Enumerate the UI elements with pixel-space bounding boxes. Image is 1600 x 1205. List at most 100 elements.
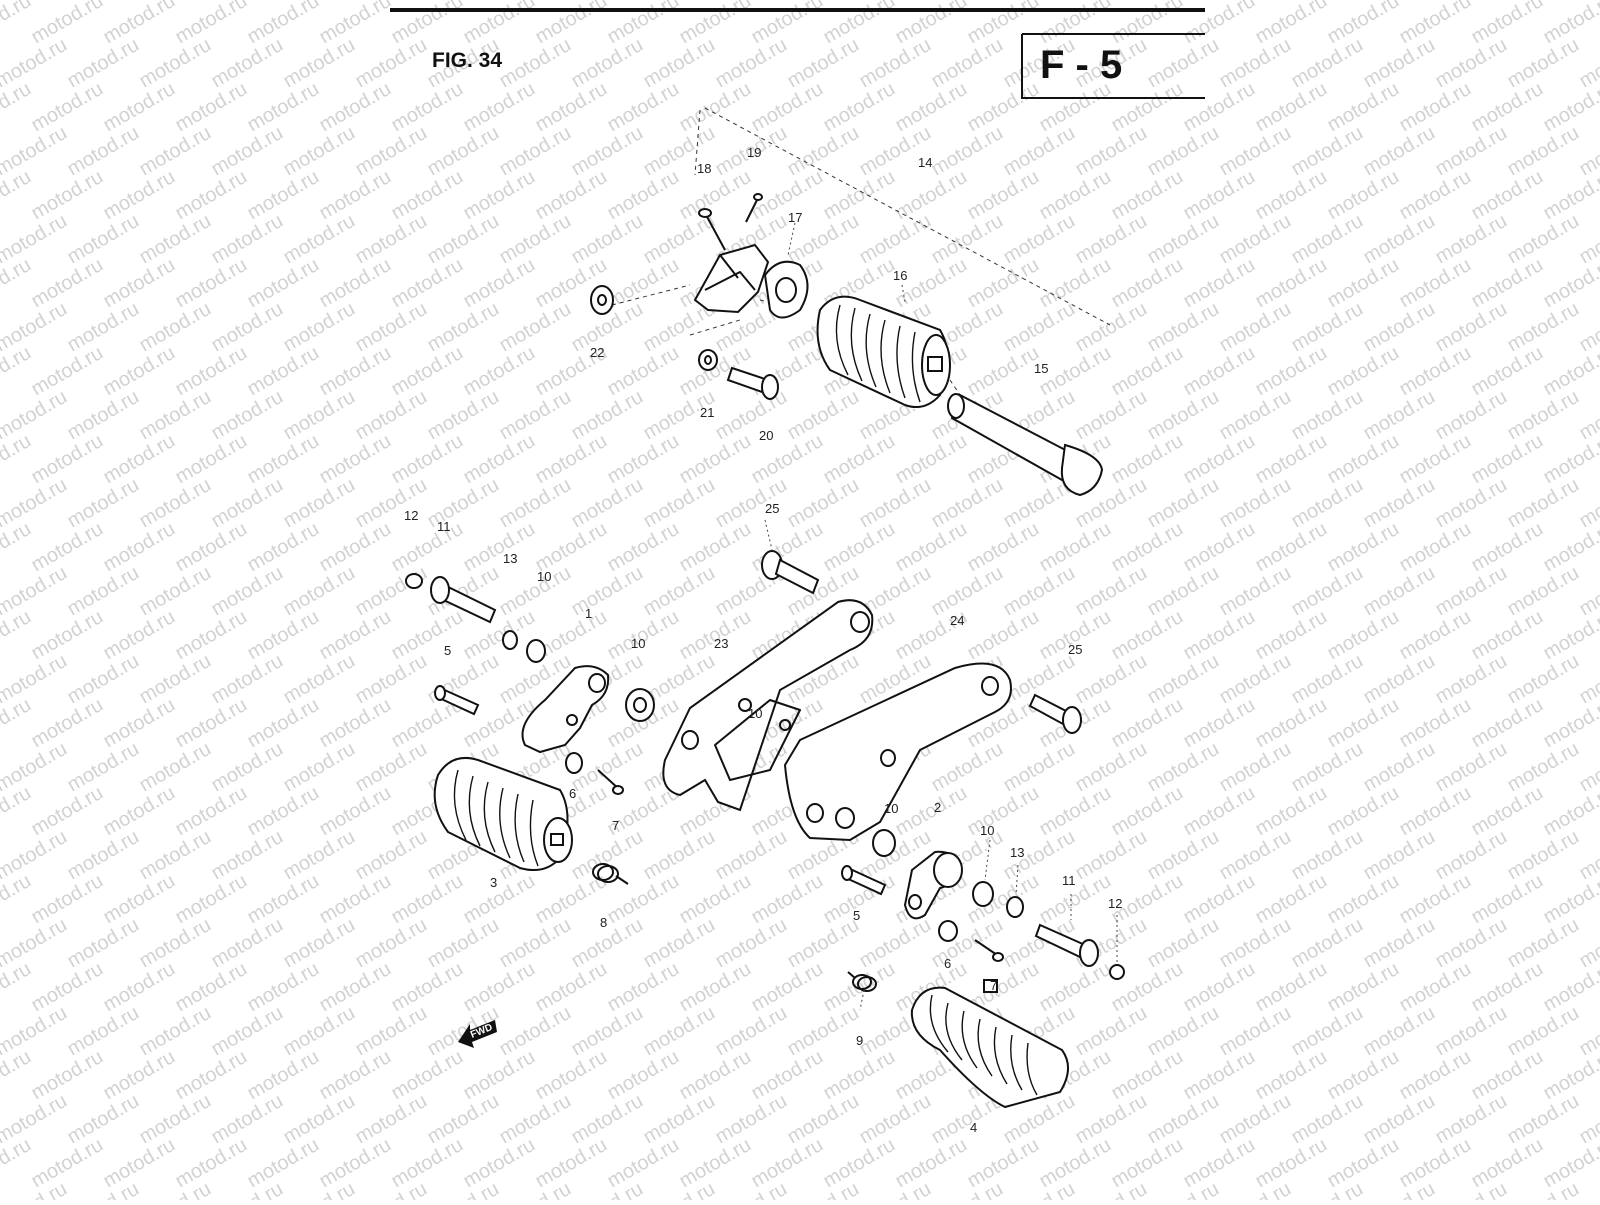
watermark-text: motod.ru (280, 562, 359, 621)
callout-22: 22 (590, 345, 604, 360)
watermark-text: motod.ru (136, 122, 215, 181)
section-code: F - 5 (1040, 43, 1122, 87)
watermark-text: motod.ru (100, 430, 179, 489)
watermark-text: motod.ru (604, 78, 683, 137)
watermark-text: motod.ru (712, 34, 791, 93)
watermark-text: motod.ru (532, 1134, 611, 1193)
watermark-text: motod.ru (1504, 1090, 1583, 1149)
watermark-text: motod.ru (748, 78, 827, 137)
callout-19: 19 (747, 145, 761, 160)
watermark-text: motod.ru (388, 166, 467, 225)
watermark-text: motod.ru (352, 474, 431, 533)
cap-nut-12-left (406, 574, 422, 588)
watermark-text: motod.ru (28, 0, 107, 48)
watermark-text: motod.ru (1072, 562, 1151, 621)
watermark-text: motod.ru (1036, 518, 1115, 577)
callout-5-right: 5 (853, 908, 860, 923)
watermark-text: motod.ru (1504, 738, 1583, 797)
watermark-text: motod.ru (64, 1002, 143, 1061)
watermark-text: motod.ru (208, 474, 287, 533)
watermark-text: motod.ru (64, 738, 143, 797)
callout-10-b: 10 (631, 636, 645, 651)
watermark-text: motod.ru (64, 298, 143, 357)
watermark-text: motod.ru (244, 606, 323, 665)
watermark-text: motod.ru (1036, 254, 1115, 313)
watermark-text: motod.ru (1144, 1090, 1223, 1149)
cap-nut-12-right (1110, 965, 1124, 979)
watermark-text: motod.ru (1432, 298, 1511, 357)
watermark-text: motod.ru (1432, 562, 1511, 621)
watermark-text: motod.ru (100, 606, 179, 665)
watermark-text: motod.ru (640, 1090, 719, 1149)
watermark-text: motod.ru (244, 342, 323, 401)
watermark-text: motod.ru (1216, 210, 1295, 269)
watermark-text: motod.ru (208, 562, 287, 621)
figure-label: FIG. 34 (432, 49, 502, 72)
watermark-text: motod.ru (1108, 1046, 1187, 1105)
watermark-text: motod.ru (280, 474, 359, 533)
watermark-text: motod.ru (1072, 386, 1151, 445)
watermark-text: motod.ru (1396, 254, 1475, 313)
watermark-text: motod.ru (172, 1046, 251, 1105)
watermark-text: motod.ru (352, 386, 431, 445)
watermark-text: motod.ru (280, 298, 359, 357)
watermark-text: motod.ru (928, 562, 1007, 621)
watermark-text: motod.ru (460, 254, 539, 313)
callout-10-e: 10 (748, 706, 762, 721)
watermark-text: motod.ru (1000, 122, 1079, 181)
callout-13-left: 13 (503, 551, 517, 566)
watermark-text: motod.ru (136, 1090, 215, 1149)
watermark-text: motod.ru (1468, 1046, 1547, 1105)
watermark-text: motod.ru (1360, 386, 1439, 445)
watermark-text: motod.ru (424, 474, 503, 533)
watermark-text: motod.ru (1288, 474, 1367, 533)
watermark-text: motod.ru (892, 1134, 971, 1193)
callout-16: 16 (893, 268, 907, 283)
watermark-text: motod.ru (424, 298, 503, 357)
watermark-text: motod.ru (1360, 914, 1439, 973)
watermark-text: motod.ru (388, 78, 467, 137)
watermark-text: motod.ru (1324, 606, 1403, 665)
watermark-text: motod.ru (424, 122, 503, 181)
watermark-text: motod.ru (64, 34, 143, 93)
watermark-text: motod.ru (1396, 606, 1475, 665)
watermark-text: motod.ru (784, 1002, 863, 1061)
watermark-text: motod.ru (676, 870, 755, 929)
watermark-text: motod.ru (568, 562, 647, 621)
watermark-text: motod.ru (172, 694, 251, 753)
watermark-text: motod.ru (64, 650, 143, 709)
watermark-text: motod.ru (208, 386, 287, 445)
watermark-text: motod.ru (244, 430, 323, 489)
watermark-text: motod.ru (604, 166, 683, 225)
watermark-text: motod.ru (1468, 958, 1547, 1017)
watermark-text: motod.ru (352, 122, 431, 181)
watermark-text: motod.ru (1288, 386, 1367, 445)
watermark-text: motod.ru (1216, 826, 1295, 885)
watermark-text: motod.ru (1180, 518, 1259, 577)
watermark-text: motod.ru (136, 474, 215, 533)
watermark-text: motod.ru (172, 958, 251, 1017)
callout-12-left: 12 (404, 508, 418, 523)
watermark-text: motod.ru (1252, 254, 1331, 313)
watermark-text: motod.ru (1468, 166, 1547, 225)
watermark-text: motod.ru (1180, 430, 1259, 489)
watermark-text: motod.ru (1252, 958, 1331, 1017)
watermark-text: motod.ru (568, 210, 647, 269)
watermark-text: motod.ru (1468, 430, 1547, 489)
watermark-text: motod.ru (100, 0, 179, 48)
watermark-text: motod.ru (172, 254, 251, 313)
watermark-text: motod.ru (1072, 210, 1151, 269)
callout-7-right: 7 (990, 978, 997, 993)
watermark-text: motod.ru (424, 210, 503, 269)
watermark-text: motod.ru (1396, 870, 1475, 929)
watermark-text: motod.ru (604, 518, 683, 577)
watermark-text: motod.ru (1432, 386, 1511, 445)
watermark-text: motod.ru (208, 914, 287, 973)
watermark-text: motod.ru (1432, 210, 1511, 269)
watermark-text: motod.ru (496, 298, 575, 357)
watermark-text: motod.ru (28, 694, 107, 753)
watermark-text: motod.ru (388, 870, 467, 929)
watermark-text: motod.ru (496, 34, 575, 93)
watermark-text: motod.ru (1468, 782, 1547, 841)
watermark-text: motod.ru (1108, 342, 1187, 401)
